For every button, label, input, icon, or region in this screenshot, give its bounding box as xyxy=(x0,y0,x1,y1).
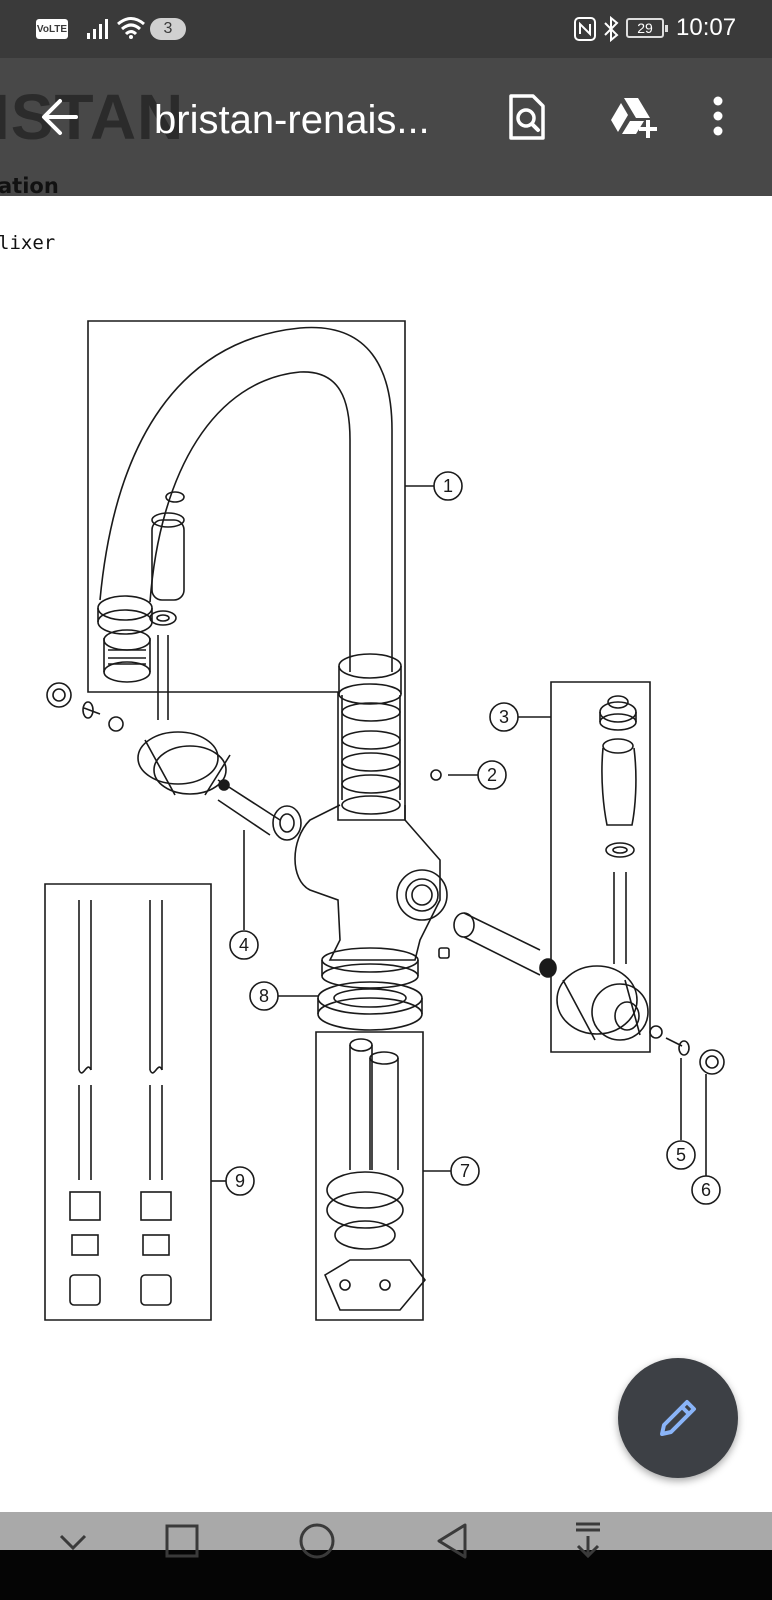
hoses-box xyxy=(44,883,212,1321)
handle-group-drawing xyxy=(556,695,649,1041)
chevron-down-icon[interactable] xyxy=(58,1532,88,1552)
document-title: bristan-renais... xyxy=(154,98,430,142)
callout-label: 1 xyxy=(443,476,453,496)
more-vert-icon[interactable] xyxy=(712,96,724,136)
spout-drawing xyxy=(97,326,402,720)
callout-label: 3 xyxy=(499,707,509,727)
callout-1: 1 xyxy=(405,471,463,501)
clock: 10:07 xyxy=(676,14,737,41)
callout-4: 4 xyxy=(229,830,259,960)
bluetooth-icon xyxy=(604,16,619,42)
add-to-drive-icon[interactable] xyxy=(608,96,660,140)
handle-group-box xyxy=(550,681,651,1053)
spout-group-box xyxy=(87,320,406,821)
callout-2: 2 xyxy=(448,760,507,790)
edit-fab-button[interactable] xyxy=(618,1358,738,1478)
callout-3: 3 xyxy=(489,702,551,732)
fixing-kit-drawing xyxy=(323,1038,427,1311)
document-subheading: lixer xyxy=(0,232,56,254)
tap-body-drawing xyxy=(294,804,448,989)
hoses-drawing xyxy=(69,900,172,1306)
volte-indicator: VoLTE xyxy=(36,19,68,39)
document-heading: ation xyxy=(0,174,59,198)
exploded-parts-diagram: 1 2 3 4 5 6 7 8 9 xyxy=(44,320,725,1321)
find-in-document-icon[interactable] xyxy=(507,94,547,140)
callout-9: 9 xyxy=(211,1166,255,1196)
callout-label: 2 xyxy=(487,765,497,785)
spring-drawing xyxy=(341,695,401,815)
battery-indicator: 29 xyxy=(626,18,668,38)
callout-label: 4 xyxy=(239,935,249,955)
callout-6: 6 xyxy=(691,1074,721,1205)
screw-and-cap-drawing xyxy=(649,1025,725,1075)
callout-label: 6 xyxy=(701,1180,711,1200)
fixing-kit-box xyxy=(315,1031,424,1321)
callout-7: 7 xyxy=(423,1156,480,1186)
system-navigation-bar xyxy=(0,1512,772,1600)
callout-5: 5 xyxy=(666,1058,696,1170)
callout-label: 9 xyxy=(235,1171,245,1191)
base-washer-drawing xyxy=(317,981,423,1031)
back-triangle-icon[interactable] xyxy=(435,1522,469,1560)
left-handle-drawing xyxy=(46,682,302,841)
callout-8: 8 xyxy=(249,981,318,1011)
background-logo-text: ISTAN xyxy=(0,81,185,153)
recents-square-icon[interactable] xyxy=(165,1524,199,1558)
right-cartridge-drawing xyxy=(430,769,557,978)
signal-icon xyxy=(87,19,108,39)
status-bar: VoLTE 3 29 10:07 xyxy=(0,0,772,58)
callout-label: 8 xyxy=(259,986,269,1006)
wifi-icon xyxy=(117,17,145,39)
notification-pulldown-icon[interactable] xyxy=(572,1520,604,1560)
pencil-icon xyxy=(660,1400,696,1436)
callout-label: 7 xyxy=(460,1161,470,1181)
home-circle-icon[interactable] xyxy=(298,1522,336,1560)
callout-label: 5 xyxy=(676,1145,686,1165)
nfc-icon xyxy=(574,17,596,41)
arrow-left-icon[interactable] xyxy=(36,92,86,142)
notification-count-badge: 3 xyxy=(150,18,186,40)
